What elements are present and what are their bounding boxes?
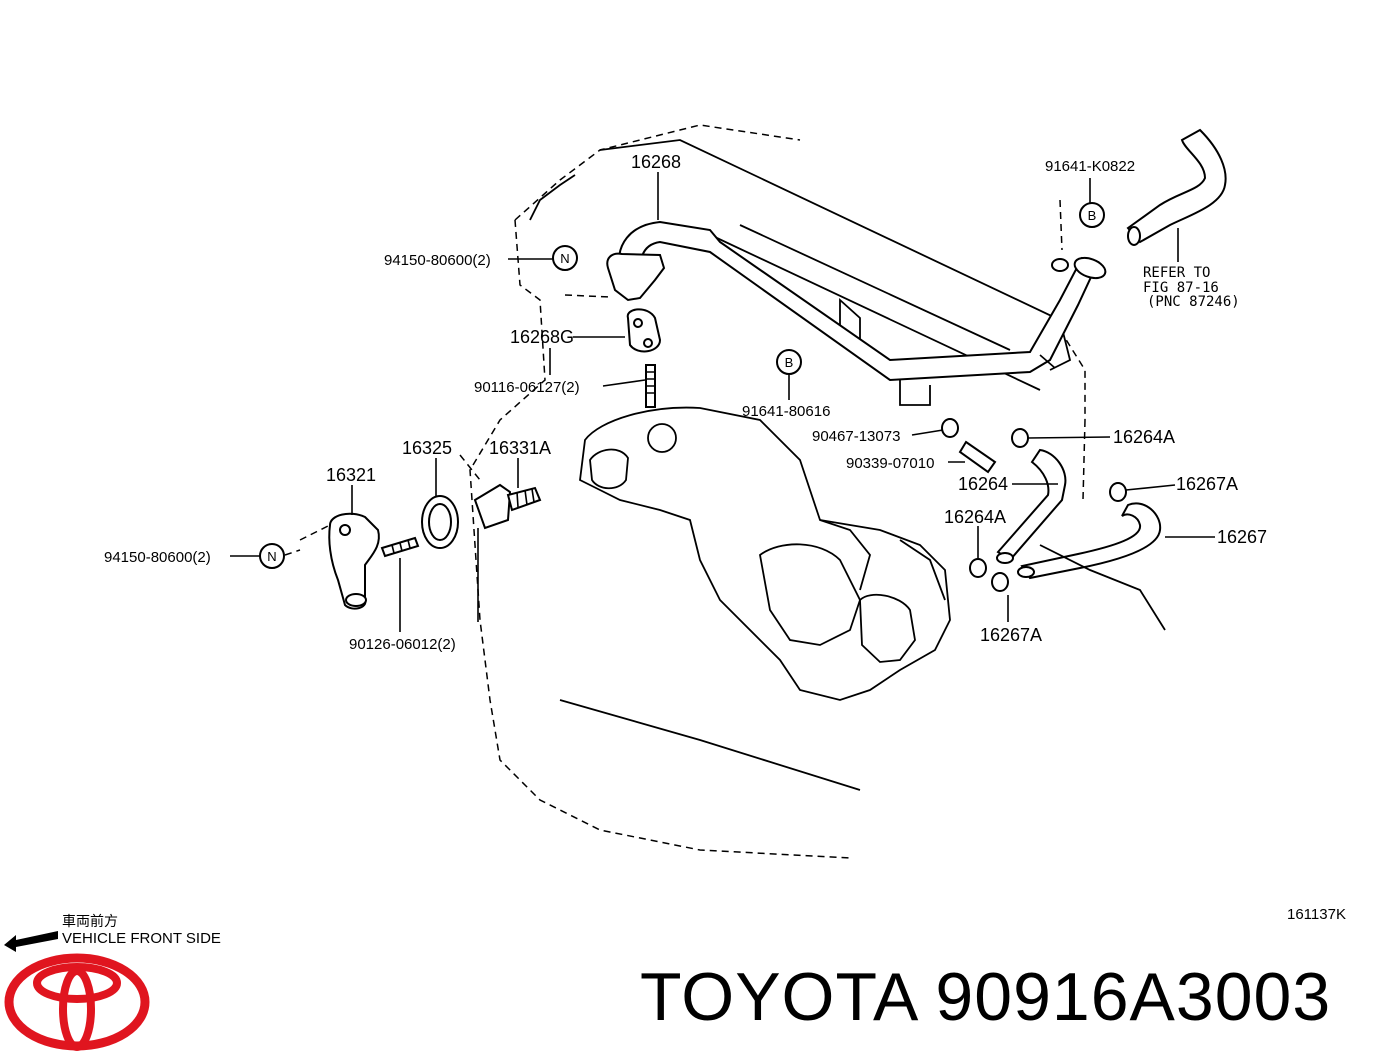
- clamps: [941, 418, 1127, 592]
- gasket-16268g: [626, 308, 662, 353]
- label-94150-80600-left: 94150-80600(2): [104, 549, 211, 566]
- gasket-16325: [421, 495, 459, 549]
- vehicle-front-japanese: 車両前方: [62, 914, 118, 930]
- label-16267a-bot: 16267A: [980, 625, 1042, 645]
- label-16264a-mid: 16264A: [944, 507, 1006, 527]
- label-90467-13073: 90467-13073: [812, 428, 900, 445]
- label-91641-80616: 91641-80616: [742, 403, 830, 420]
- vehicle-front-arrow-icon: [4, 931, 58, 952]
- svg-text:B: B: [785, 355, 794, 370]
- label-90339-07010: 90339-07010: [846, 455, 934, 472]
- label-90126-06012: 90126-06012(2): [349, 636, 456, 653]
- label-16264: 16264: [958, 474, 1008, 494]
- refer-line-1: REFER TO: [1143, 265, 1210, 281]
- label-91641-k0822: 91641-K0822: [1045, 158, 1135, 175]
- svg-text:N: N: [560, 251, 569, 266]
- water-pipe-16268: [606, 220, 1107, 382]
- stud-90126: [380, 536, 420, 558]
- water-pump-body: [559, 406, 1166, 791]
- label-94150-80600-top: 94150-80600(2): [384, 252, 491, 269]
- label-16264a-top: 16264A: [1113, 427, 1175, 447]
- label-16268: 16268: [631, 152, 681, 172]
- toyota-logo-icon: [4, 953, 150, 1051]
- vehicle-front-english: VEHICLE FRONT SIDE: [62, 930, 221, 947]
- label-16268g: 16268G: [510, 327, 574, 347]
- marker-b-top: B: [1079, 202, 1105, 228]
- refer-note: REFER TO FIG 87-16 (PNC 87246): [1143, 265, 1240, 310]
- label-16267: 16267: [1217, 527, 1267, 547]
- brand-part-number: TOYOTA 90916A3003: [640, 959, 1332, 1035]
- svg-text:B: B: [1088, 208, 1097, 223]
- thermostat-16331a: [473, 483, 542, 530]
- marker-n-left: N: [259, 543, 285, 569]
- thermostat-housing-16321: [328, 512, 380, 610]
- refer-line-2: FIG 87-16: [1143, 280, 1219, 296]
- figure-code: 161137K: [1287, 906, 1346, 923]
- marker-b-mid: B: [776, 349, 802, 375]
- label-16267a-top: 16267A: [1176, 474, 1238, 494]
- hoses-lower-right: [958, 440, 1162, 580]
- stud-90116: [645, 364, 656, 408]
- label-16331a: 16331A: [489, 438, 551, 458]
- marker-n-top: N: [552, 245, 578, 271]
- hose-91641-k0822: [1126, 128, 1227, 246]
- label-16325: 16325: [402, 438, 452, 458]
- label-16321: 16321: [326, 465, 376, 485]
- label-90116-06127: 90116-06127(2): [474, 379, 580, 396]
- refer-line-3: (PNC 87246): [1147, 294, 1240, 310]
- svg-text:N: N: [267, 549, 276, 564]
- callout-labels: 16268 91641-K0822 94150-80600(2) 16268G …: [104, 152, 1267, 653]
